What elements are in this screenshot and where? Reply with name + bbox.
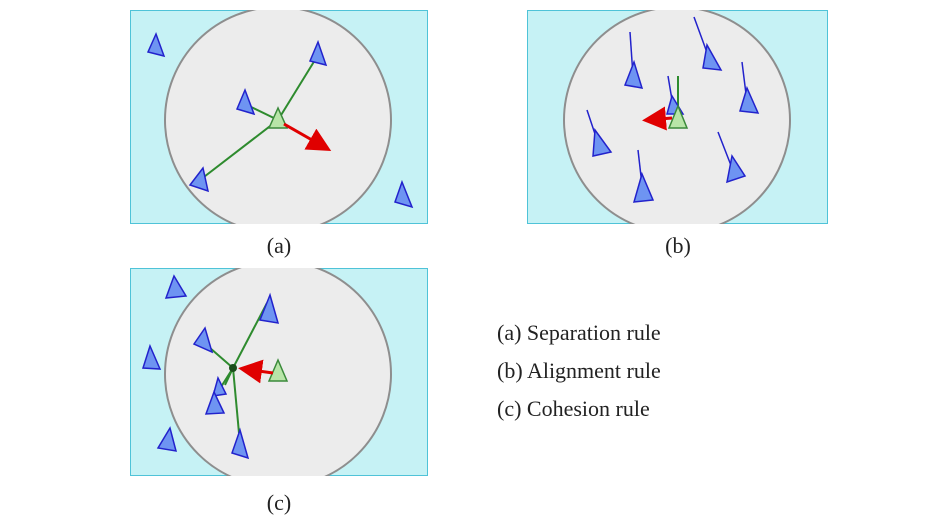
neighbor-link — [232, 367, 240, 434]
alignment-diagram — [527, 10, 828, 224]
neighbor-boid — [188, 166, 210, 193]
neighbor-boid — [146, 31, 166, 58]
cohesion-force-arrow — [238, 359, 274, 384]
neighbor-boid — [235, 87, 256, 116]
panel-alignment — [527, 10, 828, 224]
neighbor-boid — [632, 171, 655, 203]
neighbor-boid — [204, 390, 226, 415]
neighbor-boid — [623, 59, 644, 89]
rule-legend: (a) Separation rule (b) Alignment rule (… — [497, 314, 661, 428]
neighbor-boid — [592, 127, 613, 157]
heading-line — [717, 131, 733, 169]
neighbor-link — [232, 302, 268, 369]
neighbor-link — [209, 347, 234, 369]
neighbor-boid — [211, 375, 228, 397]
focal-boid — [267, 106, 289, 129]
focal-boid — [667, 104, 689, 129]
neighbor-boid — [231, 427, 250, 460]
cohesion-diagram — [130, 268, 428, 476]
focal-boid — [267, 358, 289, 382]
center-of-mass-dot — [229, 364, 237, 372]
legend-item-alignment: (b) Alignment rule — [497, 358, 661, 383]
panel-cohesion — [130, 268, 428, 476]
legend-item-separation: (a) Separation rule — [497, 320, 661, 345]
neighbor-boid — [308, 39, 328, 67]
panel-separation — [130, 10, 428, 224]
neighbor-boid — [141, 343, 162, 370]
neighbor-boid — [702, 42, 723, 71]
neighbor-boid — [258, 292, 280, 324]
neighbor-link — [199, 119, 279, 181]
caption-a: (a) — [266, 233, 292, 258]
separation-force-arrow — [283, 122, 332, 151]
neighbor-boid — [156, 426, 178, 452]
neighbor-boid — [394, 179, 414, 209]
neighbor-boid — [192, 326, 214, 354]
alignment-force-arrow — [642, 106, 673, 131]
caption-b: (b) — [665, 233, 691, 258]
caption-c: (c) — [266, 490, 292, 515]
neighbor-link — [277, 59, 316, 121]
neighbor-boid — [726, 154, 747, 184]
neighbor-boid — [164, 274, 188, 299]
legend-item-cohesion: (c) Cohesion rule — [497, 396, 650, 421]
neighbor-boid — [739, 85, 760, 114]
separation-diagram — [130, 10, 428, 224]
